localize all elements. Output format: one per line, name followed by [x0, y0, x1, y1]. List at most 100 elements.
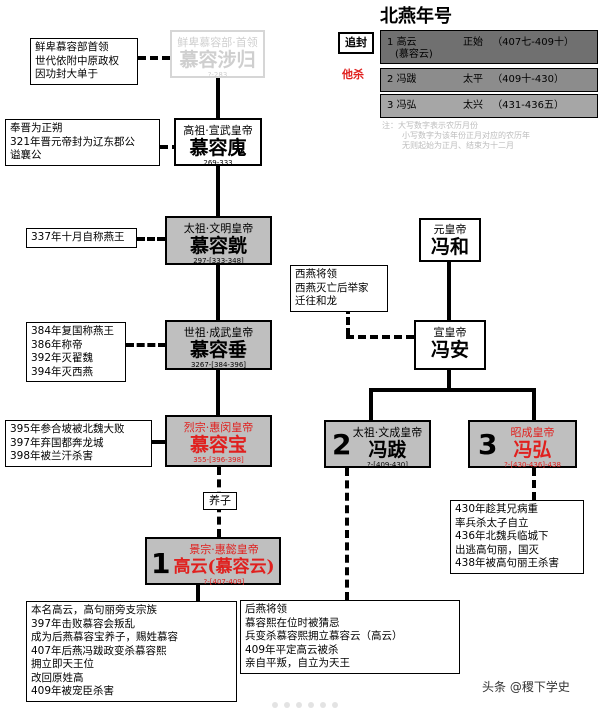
legend-name2: (慕容云): [395, 49, 433, 60]
person-name: 慕容涉归: [179, 49, 256, 71]
note-gao-yun: 本名高云，高句丽旁支宗族 397年击败慕容会叛乱 成为后燕慕容宝养子，赐姓慕容 …: [26, 601, 237, 702]
legend-tag-killed: 他杀: [342, 68, 364, 81]
legend-tag-usurp-label: 追封: [345, 36, 367, 49]
dash-ba: [345, 468, 349, 600]
page-dot[interactable]: [284, 702, 290, 708]
person-years: ?-[409-430]: [367, 461, 408, 469]
page-indicator-dots[interactable]: [272, 702, 338, 708]
dash-bao: [152, 440, 168, 444]
legend-title: 北燕年号: [380, 6, 452, 27]
reign-number: 1: [151, 547, 171, 580]
note-line: 409年被宠臣杀害: [31, 685, 115, 697]
legend-note-2: 小写数字为该年份正月对应的农历年: [402, 131, 530, 140]
legend-num: 3: [387, 100, 394, 111]
legend-num: 1: [387, 37, 394, 48]
legend-era: 太兴: [463, 100, 483, 111]
note-line: 本名高云，高句丽旁支宗族: [31, 604, 157, 616]
page-dot[interactable]: [320, 702, 326, 708]
note-line: 西燕灭亡后举家: [295, 281, 369, 294]
person-feng-ba: 2 太祖·文成皇帝 冯跋 ?-[409-430]: [324, 420, 431, 469]
dash-an-h: [346, 335, 414, 339]
person-years: 355-[396-398]: [193, 456, 244, 464]
note-murong-chui: 384年复国称燕王 386年称帝 392年灭翟魏 394年灭西燕: [26, 322, 126, 382]
person-name: 高云(慕容云): [173, 557, 275, 577]
note-line: 慕容熙在位时被猜忌: [245, 616, 340, 629]
legend-name: 冯跋: [396, 74, 417, 85]
reign-number: 3: [478, 428, 498, 461]
person-years: 3267-[384-396]: [190, 361, 247, 369]
note-line: 321年晋元帝封为辽东郡公: [10, 135, 136, 148]
person-title: 昭成皇帝: [510, 426, 555, 439]
person-title: 太祖·文成皇帝: [352, 426, 423, 439]
legend-name: 冯弘: [396, 100, 417, 111]
note-line: 438年被高句丽王杀害: [455, 557, 560, 569]
person-name: 慕容宝: [189, 434, 247, 456]
person-years: ?-[430-436]-438: [504, 461, 561, 469]
dash-yun: [196, 585, 200, 601]
person-name: 慕容皝: [189, 235, 247, 257]
note-line: 392年灭翟魏: [31, 352, 94, 364]
dash-huang: [137, 237, 165, 241]
page-dot[interactable]: [308, 702, 314, 708]
dash-an-v: [346, 306, 350, 336]
note-line: 迁往和龙: [295, 295, 337, 307]
legend-name: 高云: [396, 37, 417, 48]
note-murong-hui: 奉晋为正朔 321年晋元帝封为辽东郡公 谥襄公: [5, 119, 160, 166]
person-title: 景宗·惠懿皇帝: [189, 543, 259, 556]
note-line: 398年被兰汗杀害: [10, 450, 94, 462]
page-dot[interactable]: [272, 702, 278, 708]
legend-note-1: 注：大写数字表示农历月份: [382, 121, 478, 130]
note-line: 409年平定高云被杀: [245, 643, 339, 656]
watermark: 头条 @稷下学史: [482, 680, 570, 694]
person-title: 元皇帝: [433, 223, 467, 236]
legend-era: 太平: [463, 74, 483, 85]
person-title: 烈宗·惠闵皇帝: [183, 421, 254, 434]
page-dot[interactable]: [332, 702, 338, 708]
note-line: 率兵杀太子自立: [455, 516, 529, 529]
note-line: 337年十月自称燕王: [31, 231, 125, 243]
dash-hui: [160, 145, 180, 149]
note-line: 394年灭西燕: [31, 365, 94, 378]
person-name: 冯安: [430, 339, 469, 361]
note-line: 拥立即天王位: [31, 658, 94, 670]
person-title: 太祖·文明皇帝: [183, 222, 254, 235]
person-name: 冯弘: [513, 439, 552, 461]
note-line: 后燕将领: [245, 603, 287, 615]
feng-line-2: [447, 370, 451, 390]
note-line: 384年复国称燕王: [31, 325, 115, 337]
note-murong-shegui: 鲜卑慕容部首领 世代依附中原政权 因功封大单于: [30, 38, 138, 85]
note-line: 奉晋为正朔: [10, 122, 63, 134]
feng-line-1: [447, 262, 451, 320]
legend-note-3: 无则起始为正月、结束为十二月: [402, 141, 514, 150]
person-gao-yun: 1 景宗·惠懿皇帝 高云(慕容云) ?-[407-409]: [145, 537, 281, 586]
note-line: 西燕将领: [295, 268, 337, 280]
person-name: 慕容垂: [189, 339, 247, 361]
adopted-label: 养子: [209, 494, 231, 507]
person-title: 高祖·宣武皇帝: [183, 124, 253, 137]
legend-row-1: 1 高云 (慕容云) 正始 （407七-409十）: [380, 30, 598, 64]
legend-row-2: 2 冯跋 太平 （409十-430）: [380, 68, 598, 92]
person-years: 297-[333-348]: [193, 257, 244, 265]
feng-hline: [369, 388, 536, 392]
legend-years: （407七-409十）: [492, 37, 574, 48]
note-line: 397年弃国都奔龙城: [10, 436, 104, 449]
legend-era: 正始: [463, 37, 483, 48]
note-murong-huang: 337年十月自称燕王: [26, 228, 137, 248]
person-murong-chui: 世祖·成武皇帝 慕容垂 3267-[384-396]: [165, 320, 272, 370]
person-murong-bao: 烈宗·惠闵皇帝 慕容宝 355-[396-398]: [165, 415, 272, 467]
dash-chui: [126, 343, 166, 347]
note-line: 因功封大单于: [35, 68, 98, 80]
person-years: ?-[407-409]: [203, 578, 245, 586]
person-title: 宣皇帝: [433, 326, 467, 339]
note-line: 407年后燕冯跋政变杀慕容熙: [31, 644, 167, 657]
person-years: ?-283: [207, 71, 228, 79]
person-feng-he: 元皇帝 冯和: [419, 218, 481, 262]
note-line: 出逃高句丽，国灭: [455, 543, 539, 556]
legend-years: （431-436五）: [492, 100, 564, 111]
adopted-label-box: 养子: [203, 492, 237, 510]
person-murong-huang: 太祖·文明皇帝 慕容皝 297-[333-348]: [165, 216, 272, 265]
page-dot[interactable]: [296, 702, 302, 708]
note-line: 改回原姓高: [31, 671, 84, 684]
person-name: 慕容廆: [189, 137, 247, 159]
note-line: 397年击败慕容会叛乱: [31, 617, 136, 630]
